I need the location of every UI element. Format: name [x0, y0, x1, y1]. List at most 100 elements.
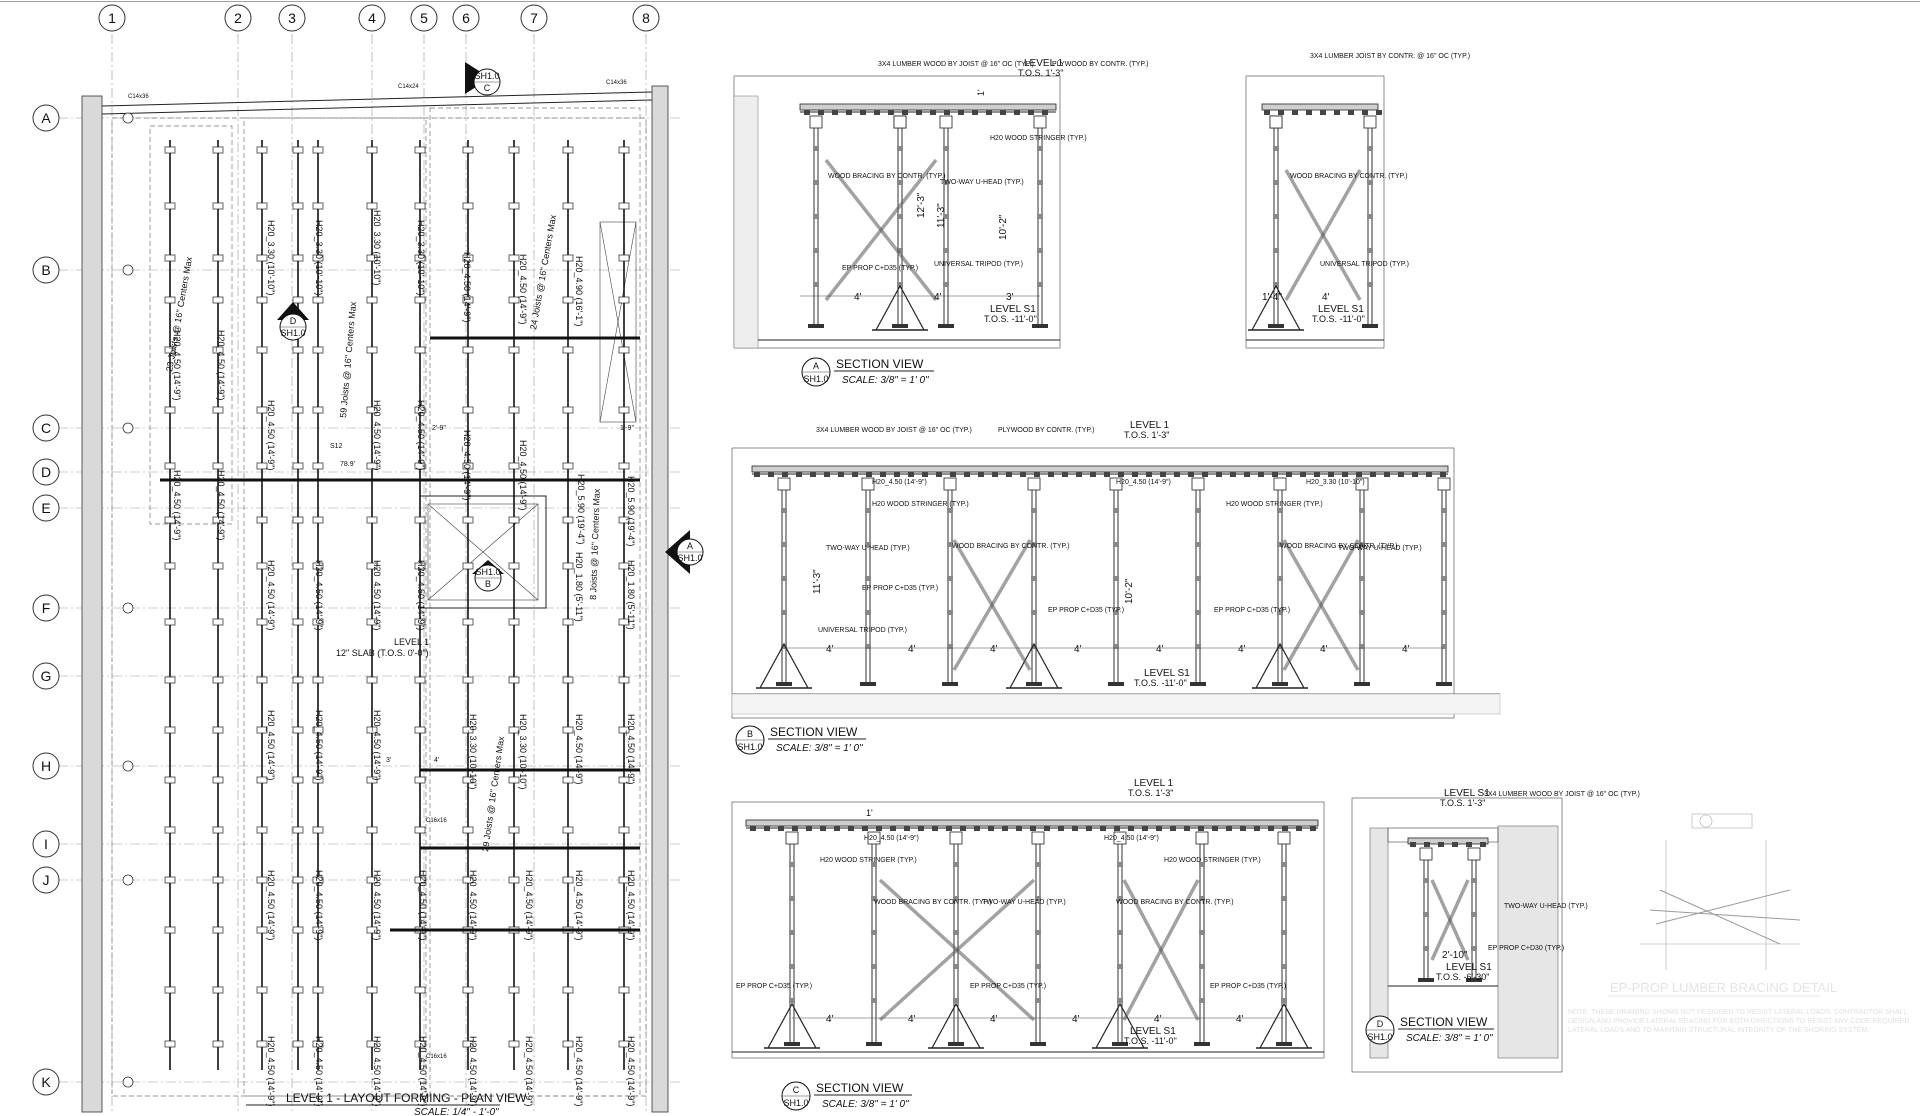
plan-dim-789: 78.9' — [340, 461, 355, 468]
section-d-tag[interactable]: D SH1.0 — [1365, 1015, 1395, 1045]
svg-text:H20_4.50 (14'-9"): H20_4.50 (14'-9") — [314, 1036, 324, 1106]
grid-bubble-row: K — [32, 1068, 60, 1096]
svg-text:H20_5.90 (19'-4"): H20_5.90 (19'-4") — [576, 474, 586, 544]
ep-prop — [1362, 115, 1378, 328]
section-c-spacing: 4'4'4'4'4'4' — [826, 1014, 1244, 1025]
section-b-level-bot: LEVEL S1 — [1144, 668, 1190, 679]
svg-text:H20_4.50 (14'-9"): H20_4.50 (14'-9") — [216, 470, 226, 540]
plan-labels: H20_3.30 (10'-10") H20_3.30 (10'-10") H20_… — [172, 210, 636, 1106]
svg-text:H20_4.50 (14'-9"): H20_4.50 (14'-9") — [418, 870, 428, 940]
svg-text:A: A — [687, 541, 693, 551]
section-a-props — [800, 110, 1048, 331]
north-slab-edge — [101, 91, 653, 107]
grid-bubble-col: 1 — [98, 4, 126, 32]
section-a-note-tripod: UNIVERSAL TRIPOD (TYP.) — [934, 261, 1023, 268]
svg-text:EP PROP C+D35 (TYP.): EP PROP C+D35 (TYP.) — [970, 983, 1046, 990]
svg-text:H20_4.50 (14'-9"): H20_4.50 (14'-9") — [524, 1036, 534, 1106]
svg-text:H20_4.50 (14'-9"): H20_4.50 (14'-9") — [266, 400, 276, 470]
svg-text:D: D — [290, 316, 297, 326]
section-c-slab — [745, 819, 1319, 827]
section-d-tos-mid: T.O.S. -6'-30" — [1436, 972, 1489, 982]
section-c-note-h20-2: H20_4.50 (14'-9") — [1104, 835, 1159, 842]
svg-text:H20_4.50 (14'-9"): H20_4.50 (14'-9") — [314, 710, 324, 780]
ep-prop — [1032, 115, 1048, 328]
section-d-level-mid: LEVEL S1 — [1446, 962, 1492, 973]
section-a-scale: SCALE: 3/8" = 1' 0" — [842, 375, 929, 386]
svg-text:H20_3.30 (10'-10"): H20_3.30 (10'-10") — [266, 220, 276, 295]
svg-text:1': 1' — [976, 89, 986, 96]
svg-text:SH1.0: SH1.0 — [677, 553, 702, 563]
ep-prop — [1354, 477, 1370, 686]
svg-text:4': 4' — [934, 292, 942, 303]
svg-text:4': 4' — [1320, 644, 1328, 655]
ep-prop — [872, 115, 928, 331]
grid-bubble-col: 3 — [278, 4, 306, 32]
svg-text:4': 4' — [1238, 644, 1246, 655]
ep-prop — [1006, 477, 1062, 689]
svg-text:H20_4.50 (14'-9"): H20_4.50 (14'-9") — [416, 400, 426, 470]
svg-text:H20_4.50 (14'-9"): H20_4.50 (14'-9") — [372, 870, 382, 940]
svg-text:H: H — [41, 758, 51, 774]
ep-prop — [808, 115, 824, 328]
svg-text:TWO-WAY U-HEAD (TYP.): TWO-WAY U-HEAD (TYP.) — [1338, 545, 1422, 552]
grid-bubble-col: 4 — [358, 4, 386, 32]
beam-label-c14x24: C14x24 — [398, 84, 419, 90]
plan-joists — [169, 140, 625, 1070]
section-a-tos-bot: T.O.S. -11'-0" — [984, 314, 1037, 324]
svg-text:H20_4.50 (14'-9"): H20_4.50 (14'-9") — [574, 714, 584, 784]
section-d-dim: 2'-10" — [1442, 950, 1468, 961]
svg-text:C16x16: C16x16 — [426, 1054, 447, 1060]
svg-text:H20_5.90 (19'-4"): H20_5.90 (19'-4") — [626, 476, 636, 546]
plan-columns — [122, 112, 134, 1088]
section-d-level-top: LEVEL S1 — [1444, 788, 1490, 799]
section-a-tos-top: T.O.S. 1'-3" — [1018, 68, 1063, 78]
section-c-tag[interactable]: C SH1.0 — [781, 1081, 811, 1111]
grid-bubble-row: E — [32, 494, 60, 522]
grid-bubble-row: G — [32, 662, 60, 690]
section-b-title: SECTION VIEW — [770, 725, 858, 739]
svg-text:SH1.0: SH1.0 — [280, 328, 305, 338]
svg-text:WOOD BRACING BY CONTR. (TYP.): WOOD BRACING BY CONTR. (TYP.) — [1116, 899, 1234, 906]
section-marker-c[interactable]: SH1.0 C — [465, 62, 501, 96]
svg-text:SH1.0: SH1.0 — [783, 1098, 808, 1108]
svg-text:4': 4' — [854, 292, 862, 303]
svg-text:C14x36: C14x36 — [606, 80, 627, 86]
east-opening — [599, 221, 637, 423]
svg-text:H20_4.50 (14'-9"): H20_4.50 (14'-9") — [266, 560, 276, 630]
section-a-tag[interactable]: A SH1.0 — [801, 357, 831, 387]
section-view-d: LEVEL S1 T.O.S. 1'-3" 3X4 LUMBER WOOD BY… — [1351, 788, 1640, 1073]
section-a-note-bracing: WOOD BRACING BY CONTR. (TYP.) — [828, 173, 946, 180]
svg-text:4': 4' — [826, 1014, 834, 1025]
joist-note-4: 8 Joists @ 16" Centers Max — [588, 488, 602, 600]
plan-dim-29: 2'-9" — [432, 425, 446, 432]
beam-label-s12: S12 — [330, 443, 343, 450]
section-b-spacing: 4'4'4'4'4'4'4'4' — [826, 644, 1410, 655]
section-d-title: SECTION VIEW — [1400, 1015, 1488, 1029]
section-c-note-stringer: H20 WOOD STRINGER (TYP.) — [820, 857, 917, 864]
svg-text:H20_3.30 (10'-10"): H20_3.30 (10'-10") — [468, 714, 478, 789]
section-c-note-h20-1: H20_4.50 (14'-9") — [864, 835, 919, 842]
section-b-tag[interactable]: B SH1.0 — [735, 725, 765, 755]
grid-bubble-row: A — [32, 104, 60, 132]
ep-prop — [1466, 847, 1482, 982]
grid-bubble-row: B — [32, 256, 60, 284]
svg-text:WOOD BRACING BY CONTR. (TYP.): WOOD BRACING BY CONTR. (TYP.) — [1290, 173, 1408, 180]
section-c-tos-bot: T.O.S. -11'-0" — [1124, 1036, 1177, 1046]
ep-prop — [1092, 831, 1148, 1049]
svg-text:H20_4.50 (14'-9"): H20_4.50 (14'-9") — [314, 870, 324, 940]
beam-label-c14x36: C14x36 — [128, 94, 149, 100]
svg-text:H20_4.50 (14'-9"): H20_4.50 (14'-9") — [468, 870, 478, 940]
svg-text:H20_4.50 (14'-9"): H20_4.50 (14'-9") — [266, 710, 276, 780]
svg-text:G: G — [41, 668, 52, 684]
section-marker-d[interactable]: D SH1.0 — [277, 302, 309, 341]
ep-prop — [1436, 477, 1452, 686]
grid-bubble-col: 6 — [452, 4, 480, 32]
beam-label-c16x16: C16x16 — [426, 818, 447, 824]
section-b-tos-top: T.O.S. 1'-3" — [1124, 430, 1169, 440]
section-marker-b[interactable]: SH1.0 B — [472, 560, 504, 592]
ep-prop — [1030, 831, 1046, 1046]
section-marker-a[interactable]: A SH1.0 — [665, 530, 704, 574]
svg-text:2: 2 — [234, 10, 242, 26]
ep-prop — [942, 477, 958, 686]
